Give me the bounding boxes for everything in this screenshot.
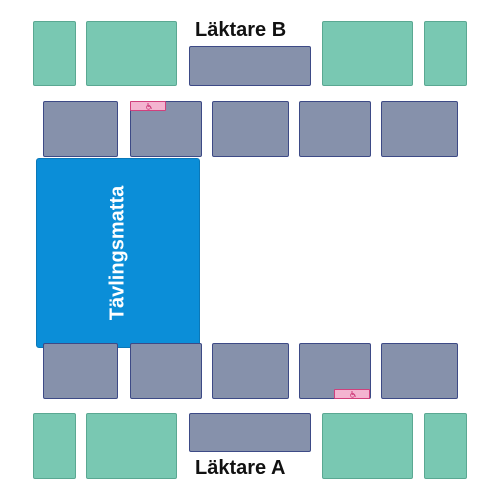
- stand-a-section-4[interactable]: [424, 413, 467, 479]
- floor-bottom-section-2[interactable]: [130, 343, 202, 399]
- floor-bottom-section-1[interactable]: [43, 343, 118, 399]
- stand-a-label: Läktare A: [195, 457, 286, 479]
- stand-a-section-3[interactable]: [322, 413, 413, 479]
- floor-top-section-3[interactable]: [212, 101, 289, 157]
- stand-b-section-4[interactable]: [424, 21, 467, 86]
- accessible-seating-bottom[interactable]: [334, 389, 370, 399]
- floor-top-section-1[interactable]: [43, 101, 118, 157]
- wheelchair-icon: [146, 103, 152, 110]
- stand-a-section-2[interactable]: [86, 413, 177, 479]
- stand-a-center-section[interactable]: [189, 413, 311, 452]
- stand-b-section-2[interactable]: [86, 21, 177, 86]
- floor-top-section-5[interactable]: [381, 101, 458, 157]
- stand-b-label: Läktare B: [195, 19, 287, 41]
- floor-bottom-section-5[interactable]: [381, 343, 458, 399]
- stand-b-section-3[interactable]: [322, 21, 413, 86]
- wheelchair-icon: [350, 391, 356, 398]
- floor-bottom-section-3[interactable]: [212, 343, 289, 399]
- competition-mat-label: Tävlingsmatta: [106, 185, 129, 321]
- floor-top-section-4[interactable]: [299, 101, 371, 157]
- stand-b-section-1[interactable]: [33, 21, 76, 86]
- accessible-seating-top[interactable]: [130, 101, 166, 111]
- competition-mat: Tävlingsmatta: [36, 158, 200, 348]
- stand-a-section-1[interactable]: [33, 413, 76, 479]
- stand-b-center-section[interactable]: [189, 46, 311, 86]
